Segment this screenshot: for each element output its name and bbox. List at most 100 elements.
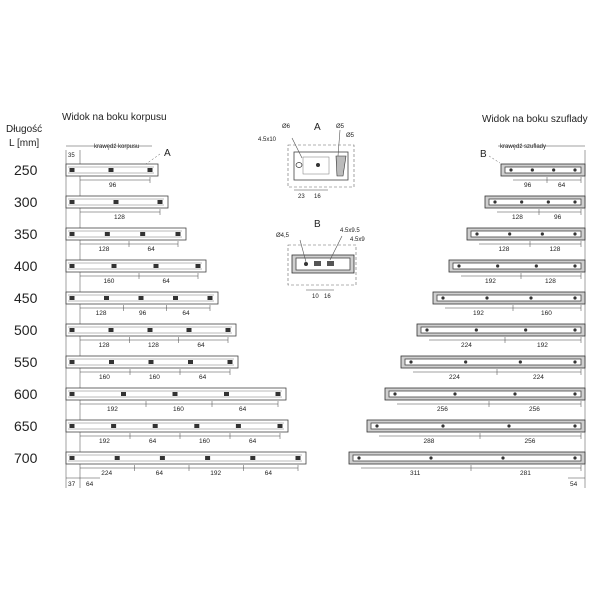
marker-a-leader bbox=[145, 153, 161, 165]
detail-a-d5b: Ø5 bbox=[346, 133, 355, 139]
mount-hole bbox=[111, 264, 117, 268]
mount-hole bbox=[475, 232, 479, 236]
mount-hole bbox=[375, 424, 379, 428]
rail-body bbox=[65, 259, 207, 273]
right-dim-label: 192 bbox=[537, 342, 548, 349]
mount-hole bbox=[69, 392, 75, 396]
length-label: 650 bbox=[14, 418, 38, 434]
mount-hole bbox=[147, 328, 153, 332]
detail-a-clip bbox=[335, 155, 347, 177]
mount-hole bbox=[496, 264, 500, 268]
length-label: 350 bbox=[14, 226, 38, 242]
mount-hole bbox=[508, 232, 512, 236]
detail-a-w23: 23 bbox=[298, 194, 305, 200]
rail-inner bbox=[488, 198, 582, 206]
rail-body bbox=[65, 419, 289, 433]
right-dim-label: 192 bbox=[485, 278, 496, 285]
mount-hole bbox=[520, 200, 524, 204]
length-label: 250 bbox=[14, 162, 38, 178]
right-edge-label: krawędź szuflady bbox=[500, 144, 546, 150]
right-dim-label: 256 bbox=[529, 406, 540, 413]
mount-hole bbox=[159, 456, 165, 460]
right-dim-label: 192 bbox=[473, 310, 484, 317]
detail-a-slot: 4.5x10 bbox=[258, 137, 277, 143]
marker-b-leader bbox=[488, 155, 501, 164]
mount-hole bbox=[172, 392, 178, 396]
left-dim-label: 128 bbox=[114, 214, 125, 221]
mount-hole bbox=[429, 456, 433, 460]
mount-hole bbox=[188, 360, 193, 364]
detail-b-leader-2 bbox=[329, 235, 343, 261]
right-dim-label: 160 bbox=[541, 310, 552, 317]
mount-hole bbox=[235, 424, 241, 428]
mount-hole bbox=[69, 296, 75, 300]
marker-b: B bbox=[480, 149, 487, 160]
left-dim-label: 64 bbox=[239, 406, 247, 413]
mount-hole bbox=[485, 296, 489, 300]
detail-a-d5a: Ø5 bbox=[336, 124, 345, 130]
detail-a-frame bbox=[287, 144, 355, 188]
left-edge-label: krawędź korpusu bbox=[94, 144, 139, 150]
detail-a-leader-2 bbox=[337, 129, 341, 157]
mount-hole bbox=[114, 456, 120, 460]
mount-hole bbox=[295, 456, 301, 460]
mount-hole bbox=[121, 392, 126, 396]
mount-hole bbox=[530, 168, 534, 172]
mount-hole bbox=[493, 200, 497, 204]
mount-hole bbox=[111, 424, 117, 428]
right-dim-label: 224 bbox=[449, 374, 460, 381]
mount-hole bbox=[153, 264, 159, 268]
left-rail-550: 160 160 64 bbox=[65, 355, 239, 381]
left-dim-label: 128 bbox=[99, 246, 110, 253]
right-dim-label: 288 bbox=[424, 438, 435, 445]
left-dim-label: 192 bbox=[99, 438, 110, 445]
detail-b-hole-1 bbox=[304, 262, 308, 266]
mount-hole bbox=[441, 296, 445, 300]
left-dim-label: 224 bbox=[101, 470, 112, 477]
left-rail-600: 192 160 64 bbox=[65, 387, 287, 413]
mount-hole bbox=[524, 328, 528, 332]
left-dim-label: 160 bbox=[149, 374, 160, 381]
mount-hole bbox=[509, 168, 513, 172]
left-dim-label: 160 bbox=[199, 438, 210, 445]
mount-hole bbox=[108, 328, 114, 332]
mount-hole bbox=[148, 360, 154, 364]
mount-hole bbox=[157, 200, 163, 204]
left-dim-label: 160 bbox=[173, 406, 184, 413]
mount-hole bbox=[175, 232, 181, 236]
left-dim-label: 64 bbox=[182, 310, 190, 317]
marker-a: A bbox=[164, 148, 171, 159]
detail-b-w10: 10 bbox=[312, 294, 319, 300]
left-dim-label: 192 bbox=[107, 406, 118, 413]
rail-inner bbox=[452, 262, 582, 270]
detail-a-hole-center bbox=[316, 163, 320, 167]
detail-b-frame bbox=[287, 244, 357, 286]
length-label: 600 bbox=[14, 386, 38, 402]
mount-hole bbox=[227, 360, 233, 364]
left-dim-label: 64 bbox=[199, 374, 207, 381]
mount-hole bbox=[104, 296, 109, 300]
mount-hole bbox=[104, 232, 110, 236]
mount-hole bbox=[207, 296, 213, 300]
right-dim-label: 96 bbox=[524, 182, 532, 189]
rail-inner bbox=[470, 230, 582, 238]
mount-hole bbox=[194, 424, 200, 428]
mount-hole bbox=[573, 232, 577, 236]
left-dim-label: 160 bbox=[99, 374, 110, 381]
mount-hole bbox=[225, 328, 231, 332]
rail-inner bbox=[370, 422, 582, 430]
left-dim-label: 64 bbox=[149, 438, 157, 445]
detail-b-w16: 16 bbox=[324, 294, 331, 300]
mount-hole bbox=[573, 264, 577, 268]
mount-hole bbox=[513, 392, 517, 396]
detail-a-w16: 16 bbox=[314, 194, 321, 200]
right-dim-label: 128 bbox=[550, 246, 561, 253]
mount-hole bbox=[393, 392, 397, 396]
mount-hole bbox=[573, 200, 577, 204]
detail-b-slot2: 4.5x9 bbox=[350, 237, 365, 243]
